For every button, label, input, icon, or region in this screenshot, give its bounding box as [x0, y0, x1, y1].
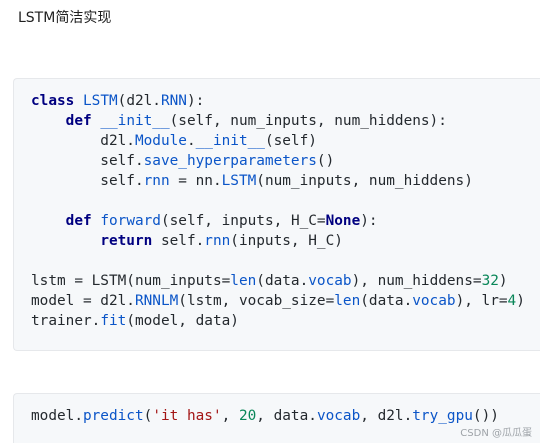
- section-heading: LSTM简洁实现: [18, 10, 112, 26]
- code-line: [31, 251, 525, 271]
- code-line: self.save_hyperparameters(): [31, 153, 335, 169]
- code-block-lstm-definition[interactable]: class LSTM(d2l.RNN): def __init__(self, …: [13, 78, 540, 351]
- code-text: class LSTM(d2l.RNN): def __init__(self, …: [31, 91, 525, 331]
- code-block-predict[interactable]: model.predict('it has', 20, data.vocab, …: [13, 393, 540, 443]
- code-line: self.rnn = nn.LSTM(num_inputs, num_hidde…: [31, 173, 473, 189]
- code-line: d2l.Module.__init__(self): [31, 133, 317, 149]
- code-line: model = d2l.RNNLM(lstm, vocab_size=len(d…: [31, 293, 525, 309]
- code-line: lstm = LSTM(num_inputs=len(data.vocab), …: [31, 273, 508, 289]
- watermark: CSDN @瓜瓜蛋: [460, 428, 532, 439]
- code-line: class LSTM(d2l.RNN):: [31, 93, 205, 109]
- code-line: def __init__(self, num_inputs, num_hidde…: [65, 113, 447, 129]
- code-line: [31, 191, 525, 211]
- code-line: trainer.fit(model, data): [31, 313, 239, 329]
- code-text: model.predict('it has', 20, data.vocab, …: [31, 406, 499, 426]
- code-line: return self.rnn(inputs, H_C): [100, 233, 343, 249]
- code-line: model.predict('it has', 20, data.vocab, …: [31, 408, 499, 424]
- code-line: def forward(self, inputs, H_C=None):: [65, 213, 378, 229]
